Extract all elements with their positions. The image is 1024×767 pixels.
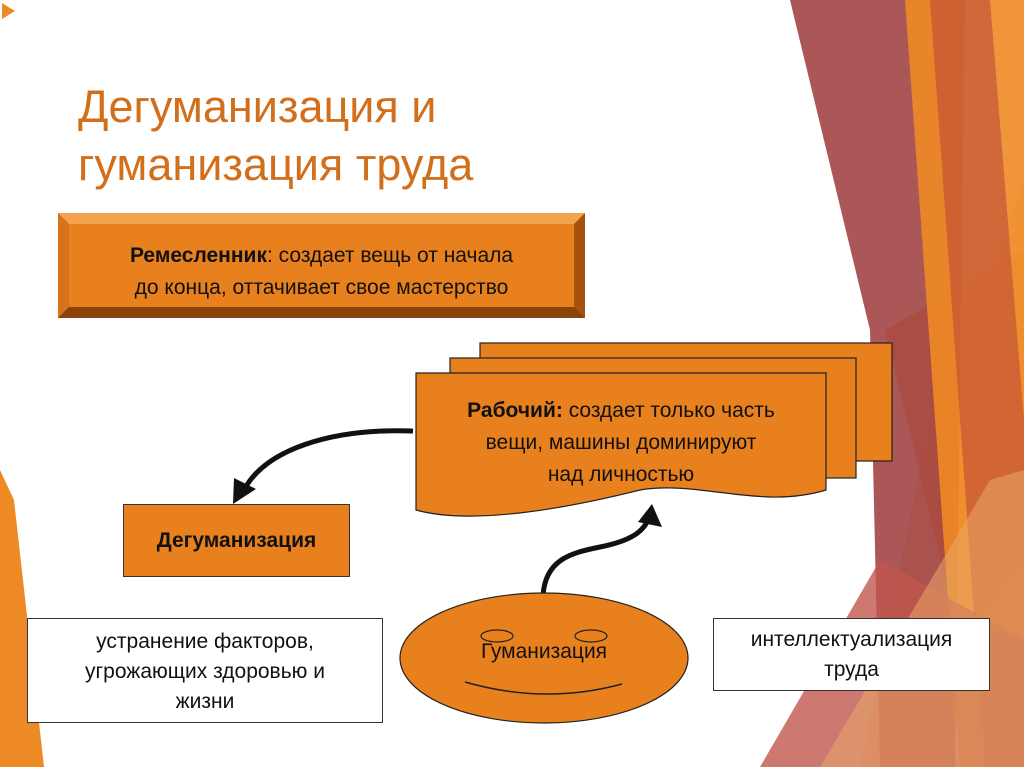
craftsman-text: Ремесленник: создает вещь от начала до к… [69,240,574,304]
note-left-line-3: жизни [175,690,235,713]
craftsman-desc-2: до конца, оттачивает свое мастерство [134,276,509,299]
humanization-face [399,592,689,724]
arrow-to-dehumanization [241,428,414,492]
craftsman-term: Ремесленник [129,244,267,267]
arrow-head-dehumanization [233,478,256,504]
worker-doc-front [415,372,827,517]
slide-title: Дегуманизация и гуманизация труда [78,78,638,194]
note-intellectualization: интеллектуализация труда [713,618,990,691]
face-smile [464,681,623,695]
worker-text: Рабочий: создает только часть вещи, маши… [416,395,826,491]
title-line-2: гуманизация труда [78,139,474,190]
worker-desc-2: вещи, машины доминируют [485,431,757,454]
face-left-eye [480,629,514,643]
worker-desc-1: создает только часть [562,399,775,422]
humanization-label: Гуманизация [480,640,608,663]
craftsman-desc-1: : создает вещь от начала [266,244,514,267]
title-line-1: Дегуманизация и [78,81,437,132]
play-arrow-icon [2,3,15,19]
arrow-to-worker [540,514,653,597]
note-right-line-1: интеллектуализация [750,628,953,651]
arrow-head-worker [638,504,662,527]
note-left-line-2: угрожающих здоровью и [85,660,325,683]
dehumanization-box: Дегуманизация [123,504,350,577]
note-health-safety: устранение факторов, угрожающих здоровью… [27,618,383,723]
note-right-line-2: труда [824,658,879,681]
worker-term: Рабочий: [467,399,563,422]
worker-desc-3: над личностью [547,463,695,486]
note-left-line-1: устранение факторов, [96,630,314,653]
craftsman-box: Ремесленник: создает вещь от начала до к… [58,213,585,318]
face-right-eye [574,629,608,643]
